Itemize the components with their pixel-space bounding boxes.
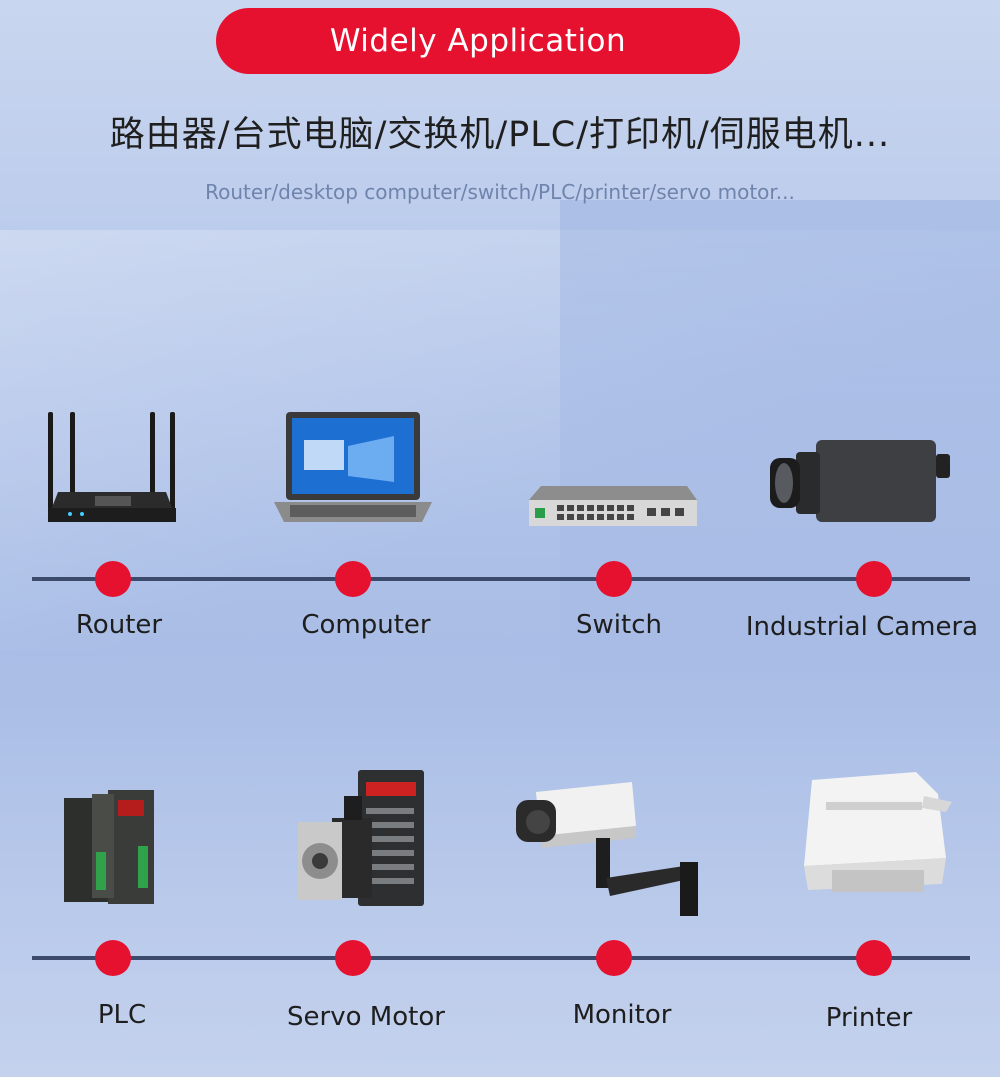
timeline-dot-printer — [856, 940, 892, 976]
plc-icon — [64, 790, 154, 904]
industrial-camera-icon — [770, 440, 950, 522]
label-servo-motor: Servo Motor — [287, 1002, 445, 1032]
timeline-dot-servo-motor — [335, 940, 371, 976]
router-icon — [48, 412, 176, 522]
servo-motor-icon — [298, 770, 424, 906]
timeline-dot-router — [95, 561, 131, 597]
laptop-icon — [274, 412, 432, 522]
timeline-dot-industrial-camera — [856, 561, 892, 597]
printer-icon — [804, 772, 952, 892]
chinese-headline: 路由器/台式电脑/交换机/PLC/打印机/伺服电机... — [109, 115, 891, 155]
switch-icon — [529, 486, 697, 526]
label-switch: Switch — [576, 610, 662, 640]
label-router: Router — [75, 610, 163, 640]
title-banner: Widely Application — [216, 8, 740, 74]
label-computer: Computer — [301, 610, 431, 640]
security-camera-icon — [516, 782, 698, 916]
timeline-row-2 — [32, 956, 970, 960]
timeline-dot-switch — [596, 561, 632, 597]
timeline-dot-plc — [95, 940, 131, 976]
english-subheadline: Router/desktop computer/switch/PLC/print… — [205, 180, 795, 204]
timeline-dot-monitor — [596, 940, 632, 976]
label-printer: Printer — [825, 1003, 913, 1033]
timeline-row-1 — [32, 577, 970, 581]
timeline-dot-computer — [335, 561, 371, 597]
label-industrial-camera: Industrial Camera — [745, 612, 979, 642]
label-plc: PLC — [97, 1000, 147, 1030]
banner-title: Widely Application — [329, 23, 627, 59]
label-monitor: Monitor — [572, 1000, 672, 1030]
